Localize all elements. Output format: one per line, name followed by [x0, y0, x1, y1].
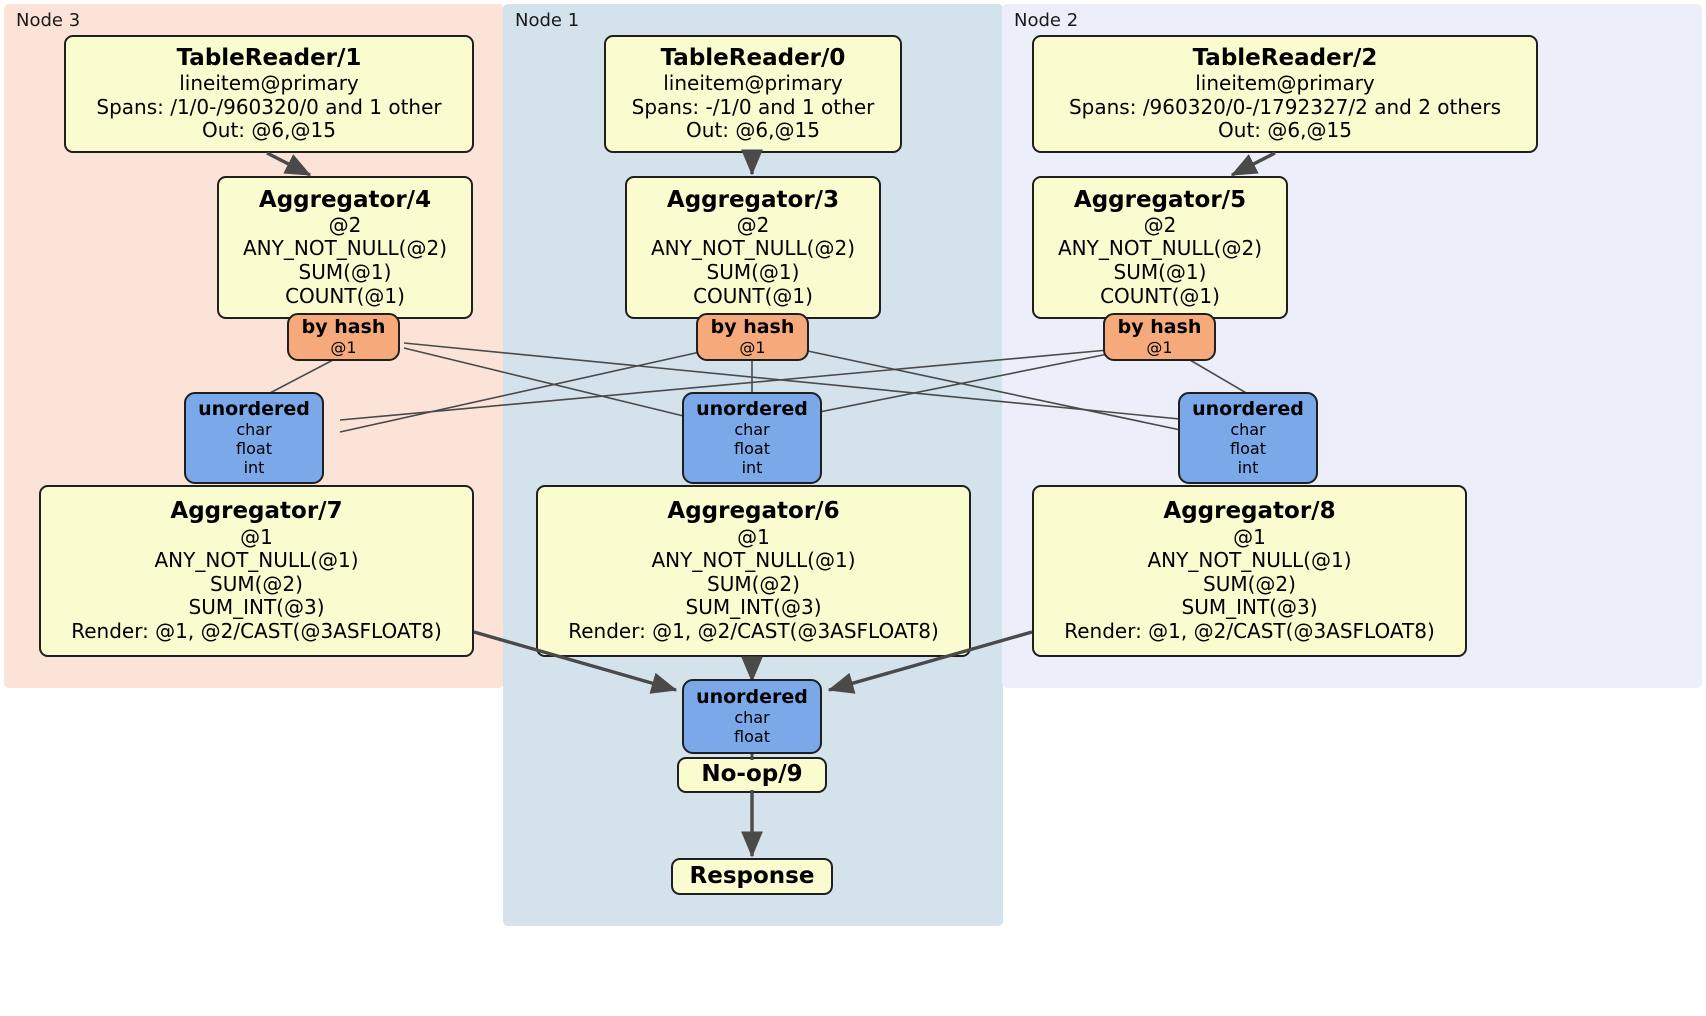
router-columns: @1 — [739, 337, 766, 357]
synchronizer-type: float — [734, 438, 770, 458]
processor-group-cols: @1 — [1233, 524, 1266, 549]
synchronizer-type: int — [741, 457, 763, 477]
processor-agg-func: ANY_NOT_NULL(@1) — [651, 548, 856, 573]
processor-agg-func: COUNT(@1) — [1100, 283, 1220, 308]
synchronizer-title: unordered — [198, 398, 310, 421]
processor-table: lineitem@primary — [1195, 71, 1375, 96]
processor-spans: Spans: -/1/0 and 1 other — [631, 94, 875, 119]
processor-title: Aggregator/3 — [666, 186, 840, 213]
synchronizer-unordered-final[interactable]: unordered char float — [682, 679, 822, 754]
processor-table: lineitem@primary — [179, 71, 359, 96]
synchronizer-title: unordered — [696, 686, 808, 709]
router-title: by hash — [1117, 316, 1202, 339]
processor-group-cols: @2 — [328, 212, 362, 237]
processor-group-cols: @1 — [737, 524, 770, 549]
router-title: by hash — [301, 316, 386, 339]
node-panel-label: Node 1 — [515, 10, 580, 31]
processor-agg-func: ANY_NOT_NULL(@2) — [243, 236, 447, 261]
output-router-by-hash-4[interactable]: by hash @1 — [287, 313, 400, 361]
processor-render: Render: @1, @2/CAST(@3ASFLOAT8) — [1064, 618, 1435, 643]
processor-render: Render: @1, @2/CAST(@3ASFLOAT8) — [568, 618, 939, 643]
processor-agg-func: SUM_INT(@3) — [1181, 595, 1318, 620]
processor-aggregator-7[interactable]: Aggregator/7 @1 ANY_NOT_NULL(@1) SUM(@2)… — [39, 485, 474, 657]
router-title: by hash — [710, 316, 795, 339]
synchronizer-type: int — [1237, 457, 1259, 477]
processor-agg-func: COUNT(@1) — [693, 283, 813, 308]
processor-table: lineitem@primary — [663, 71, 843, 96]
processor-table-reader-1[interactable]: TableReader/1 lineitem@primary Spans: /1… — [64, 35, 474, 153]
synchronizer-type: float — [236, 438, 272, 458]
processor-title: Aggregator/4 — [258, 186, 432, 213]
synchronizer-title: unordered — [696, 398, 808, 421]
synchronizer-type: float — [1230, 438, 1266, 458]
output-router-by-hash-5[interactable]: by hash @1 — [1103, 313, 1216, 361]
processor-render: Render: @1, @2/CAST(@3ASFLOAT8) — [71, 618, 442, 643]
processor-agg-func: ANY_NOT_NULL(@2) — [1058, 236, 1262, 261]
processor-group-cols: @2 — [736, 212, 770, 237]
synchronizer-type: char — [734, 707, 770, 727]
processor-agg-func: ANY_NOT_NULL(@1) — [154, 548, 359, 573]
processor-agg-func: COUNT(@1) — [285, 283, 405, 308]
processor-agg-func: SUM(@1) — [1113, 260, 1207, 285]
synchronizer-unordered-center[interactable]: unordered char float int — [682, 392, 822, 484]
processor-table-reader-2[interactable]: TableReader/2 lineitem@primary Spans: /9… — [1032, 35, 1538, 153]
processor-agg-func: ANY_NOT_NULL(@2) — [651, 236, 855, 261]
processor-agg-func: SUM(@2) — [210, 571, 303, 596]
router-columns: @1 — [330, 337, 357, 357]
processor-agg-func: SUM_INT(@3) — [188, 595, 325, 620]
processor-agg-func: SUM(@1) — [706, 260, 800, 285]
processor-agg-func: SUM(@1) — [298, 260, 392, 285]
synchronizer-type: int — [243, 457, 265, 477]
synchronizer-type: float — [734, 726, 770, 746]
processor-title: No-op/9 — [701, 761, 803, 788]
processor-aggregator-8[interactable]: Aggregator/8 @1 ANY_NOT_NULL(@1) SUM(@2)… — [1032, 485, 1467, 657]
router-columns: @1 — [1146, 337, 1173, 357]
output-router-by-hash-3[interactable]: by hash @1 — [696, 313, 809, 361]
processor-table-reader-0[interactable]: TableReader/0 lineitem@primary Spans: -/… — [604, 35, 902, 153]
processor-agg-func: SUM_INT(@3) — [685, 595, 822, 620]
processor-title: Aggregator/6 — [667, 498, 840, 525]
processor-aggregator-5[interactable]: Aggregator/5 @2 ANY_NOT_NULL(@2) SUM(@1)… — [1032, 176, 1288, 319]
processor-out: Out: @6,@15 — [202, 118, 336, 143]
processor-group-cols: @1 — [240, 524, 273, 549]
processor-no-op-9[interactable]: No-op/9 — [677, 757, 827, 793]
processor-spans: Spans: /1/0-/960320/0 and 1 other — [96, 94, 442, 119]
processor-title: TableReader/1 — [176, 45, 362, 72]
processor-title: Aggregator/5 — [1073, 186, 1247, 213]
processor-agg-func: ANY_NOT_NULL(@1) — [1147, 548, 1352, 573]
synchronizer-type: char — [1230, 419, 1266, 439]
processor-title: TableReader/2 — [1192, 45, 1378, 72]
synchronizer-title: unordered — [1192, 398, 1304, 421]
synchronizer-unordered-left[interactable]: unordered char float int — [184, 392, 324, 484]
processor-group-cols: @2 — [1143, 212, 1177, 237]
processor-out: Out: @6,@15 — [1218, 118, 1352, 143]
processor-agg-func: SUM(@2) — [1203, 571, 1296, 596]
node-panel-label: Node 2 — [1014, 10, 1079, 31]
processor-title: Aggregator/8 — [1163, 498, 1336, 525]
response-node[interactable]: Response — [671, 858, 833, 895]
synchronizer-unordered-right[interactable]: unordered char float int — [1178, 392, 1318, 484]
processor-out: Out: @6,@15 — [686, 118, 820, 143]
processor-agg-func: SUM(@2) — [707, 571, 800, 596]
processor-aggregator-4[interactable]: Aggregator/4 @2 ANY_NOT_NULL(@2) SUM(@1)… — [217, 176, 473, 319]
response-title: Response — [689, 862, 815, 889]
processor-title: Aggregator/7 — [170, 498, 343, 525]
synchronizer-type: char — [734, 419, 770, 439]
processor-aggregator-3[interactable]: Aggregator/3 @2 ANY_NOT_NULL(@2) SUM(@1)… — [625, 176, 881, 319]
synchronizer-type: char — [236, 419, 272, 439]
processor-aggregator-6[interactable]: Aggregator/6 @1 ANY_NOT_NULL(@1) SUM(@2)… — [536, 485, 971, 657]
processor-title: TableReader/0 — [660, 45, 846, 72]
node-panel-label: Node 3 — [16, 10, 81, 31]
processor-spans: Spans: /960320/0-/1792327/2 and 2 others — [1068, 94, 1501, 119]
